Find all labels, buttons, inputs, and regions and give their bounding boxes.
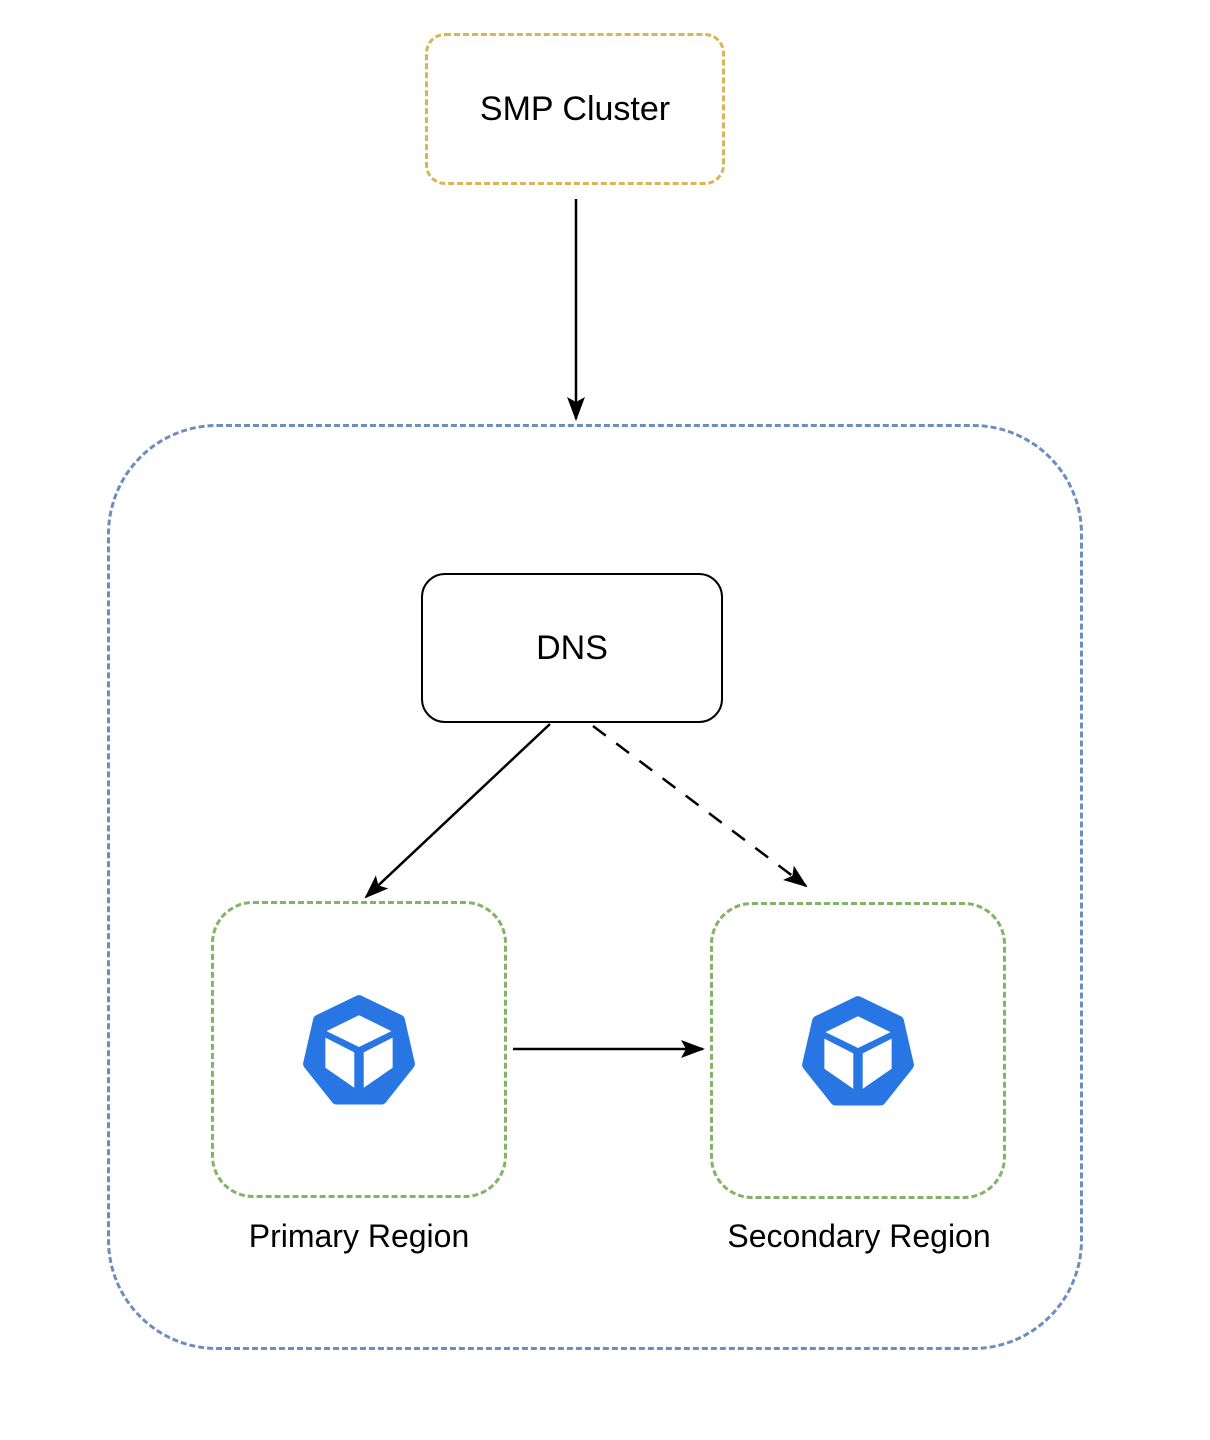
dns-label: DNS	[536, 628, 608, 667]
primary-region-label: Primary Region	[248, 1218, 470, 1254]
smp-cluster-label: SMP Cluster	[479, 89, 671, 128]
heptagon-cube-icon	[802, 995, 914, 1106]
region-container	[107, 424, 1083, 1350]
secondary-region-label: Secondary Region	[727, 1218, 991, 1254]
node-dns: DNS	[421, 573, 723, 723]
node-smp-cluster: SMP Cluster	[425, 33, 725, 185]
node-secondary-region	[710, 902, 1006, 1199]
heptagon-cube-icon	[303, 994, 415, 1105]
node-primary-region	[211, 901, 507, 1198]
